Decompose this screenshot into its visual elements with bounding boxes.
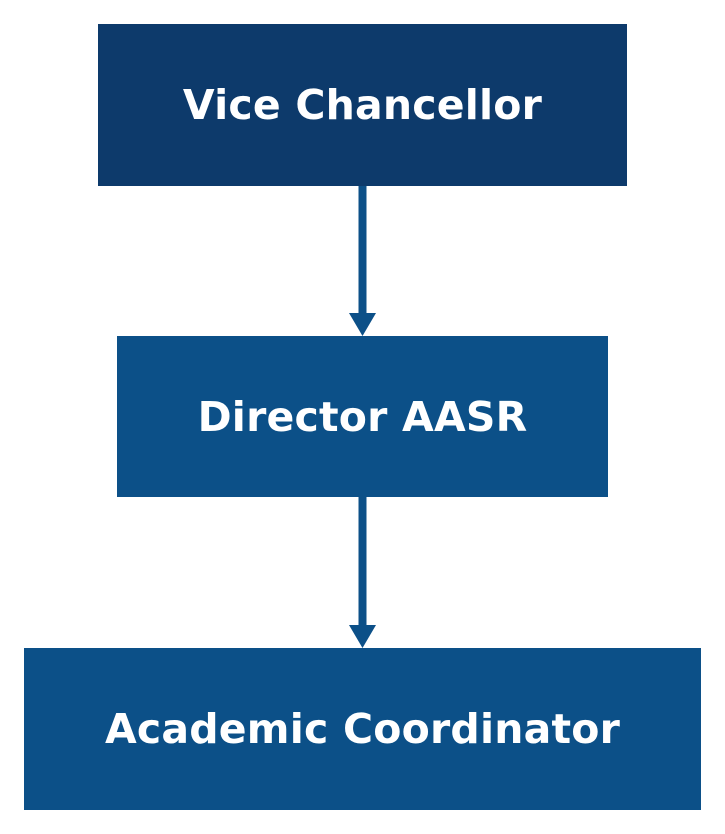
arrowhead-icon: [349, 313, 376, 336]
node-label: Vice Chancellor: [182, 81, 543, 129]
node-vice-chancellor: Vice Chancellor: [98, 24, 627, 186]
node-label: Director AASR: [197, 392, 528, 441]
node-director-aasr: Director AASR: [117, 336, 608, 497]
connector-director-to-coordinator: [349, 497, 376, 648]
arrowhead-icon: [349, 625, 376, 648]
node-label: Academic Coordinator: [104, 705, 621, 753]
node-academic-coordinator: Academic Coordinator: [24, 648, 701, 810]
connector-vc-to-director: [349, 186, 376, 336]
